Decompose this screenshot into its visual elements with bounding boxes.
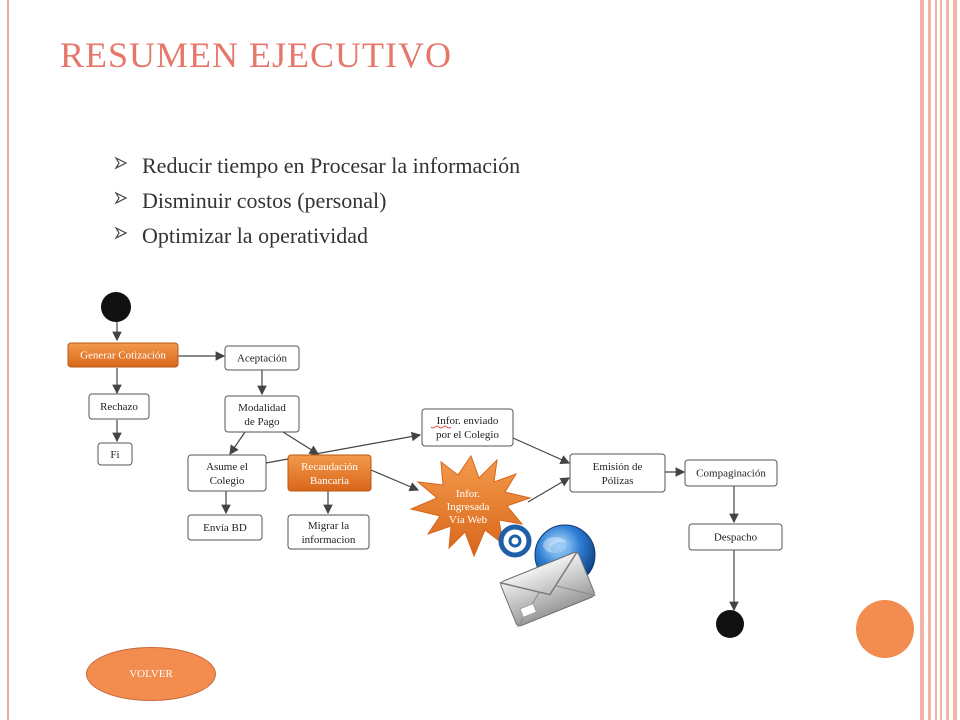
node-rechazo-label: Rechazo [100, 401, 138, 413]
arrow-infor-enviado-to-emision [512, 437, 571, 464]
node-generar-cotizacion: Generar Cotización [67, 342, 179, 368]
node-infor-web-label-3: Vía Web [449, 514, 488, 526]
bullet-item: Reducir tiempo en Procesar la informació… [114, 148, 520, 183]
node-asume-colegio-label-1: Asume el [206, 461, 248, 473]
email-at-icon [498, 524, 532, 558]
node-emision-label-1: Emisión de [593, 461, 643, 473]
email-globe-illustration [498, 524, 596, 628]
bullet-item: Optimizar la operatividad [114, 218, 520, 253]
spellcheck-underline [430, 425, 452, 429]
node-envia-bd: Envía BD [187, 514, 263, 541]
bullet-text: Optimizar la operatividad [142, 222, 369, 248]
decorative-side-stripes [918, 0, 960, 720]
node-aceptacion: Aceptación [224, 345, 300, 371]
volver-button[interactable]: VOLVER [86, 647, 216, 701]
node-migrar-informacion: Migrar la informacion [287, 514, 370, 550]
bullet-list: Reducir tiempo en Procesar la informació… [114, 148, 520, 253]
node-infor-enviado-label-1: Infor. enviado [437, 415, 499, 427]
node-infor-web-label-2: Ingresada [447, 501, 490, 513]
node-recaudacion-label-2: Bancaria [310, 475, 349, 487]
bullet-text: Reducir tiempo en Procesar la informació… [142, 152, 521, 178]
arrow-bullet-icon [114, 156, 142, 175]
node-rechazo: Rechazo [88, 393, 150, 420]
arrow-modalidad-to-asume [229, 431, 246, 455]
node-emision-label-2: Pólizas [602, 475, 634, 487]
node-despacho: Despacho [688, 523, 783, 551]
start-node [101, 292, 131, 322]
slide-title: RESUMEN EJECUTIVO [60, 35, 452, 75]
node-asume-colegio: Asume el Colegio [187, 454, 267, 492]
node-infor-enviado-label-2: por el Colegio [436, 429, 499, 441]
bullet-text: Disminuir costos (personal) [142, 187, 387, 213]
node-asume-colegio-label-2: Colegio [210, 475, 245, 487]
node-migrar-label-1: Migrar la [308, 520, 349, 532]
node-compaginacion: Compaginación [684, 459, 778, 487]
envelope-icon [499, 550, 596, 628]
arrow-infor-web-to-emision [527, 477, 571, 503]
node-emision-polizas: Emisión de Pólizas [569, 453, 666, 493]
arrow-recaudacion-to-infor-web [370, 469, 420, 492]
arrow-bullet-icon [114, 191, 142, 210]
node-recaudacion-label-1: Recaudación [301, 461, 358, 473]
node-recaudacion-bancaria: Recaudación Bancaria [287, 454, 372, 492]
node-despacho-label: Despacho [714, 532, 758, 544]
node-compaginacion-label: Compaginación [696, 468, 766, 480]
node-aceptacion-label: Aceptación [237, 353, 288, 365]
node-infor-web-label-1: Infor. [456, 488, 480, 500]
node-fi: Fi [97, 442, 133, 466]
node-fi-label: Fi [110, 449, 119, 461]
slide-frame-left [0, 0, 9, 720]
arrow-modalidad-to-recaudacion [282, 431, 320, 455]
node-infor-web-burst: Infor. Ingresada Vía Web [409, 454, 532, 558]
decorative-orange-circle [856, 600, 914, 658]
arrow-bullet-icon [114, 226, 142, 245]
end-node [716, 610, 744, 638]
node-modalidad-pago-label-2: de Pago [244, 416, 280, 428]
bullet-item: Disminuir costos (personal) [114, 183, 520, 218]
node-migrar-label-2: informacion [302, 534, 356, 546]
node-envia-bd-label: Envía BD [203, 522, 247, 534]
node-modalidad-pago: Modalidad de Pago [224, 395, 300, 433]
node-modalidad-pago-label-1: Modalidad [238, 402, 286, 414]
node-infor-enviado: Infor. enviado por el Colegio [421, 408, 514, 447]
volver-button-label: VOLVER [129, 668, 173, 680]
node-generar-cotizacion-label: Generar Cotización [80, 350, 166, 362]
